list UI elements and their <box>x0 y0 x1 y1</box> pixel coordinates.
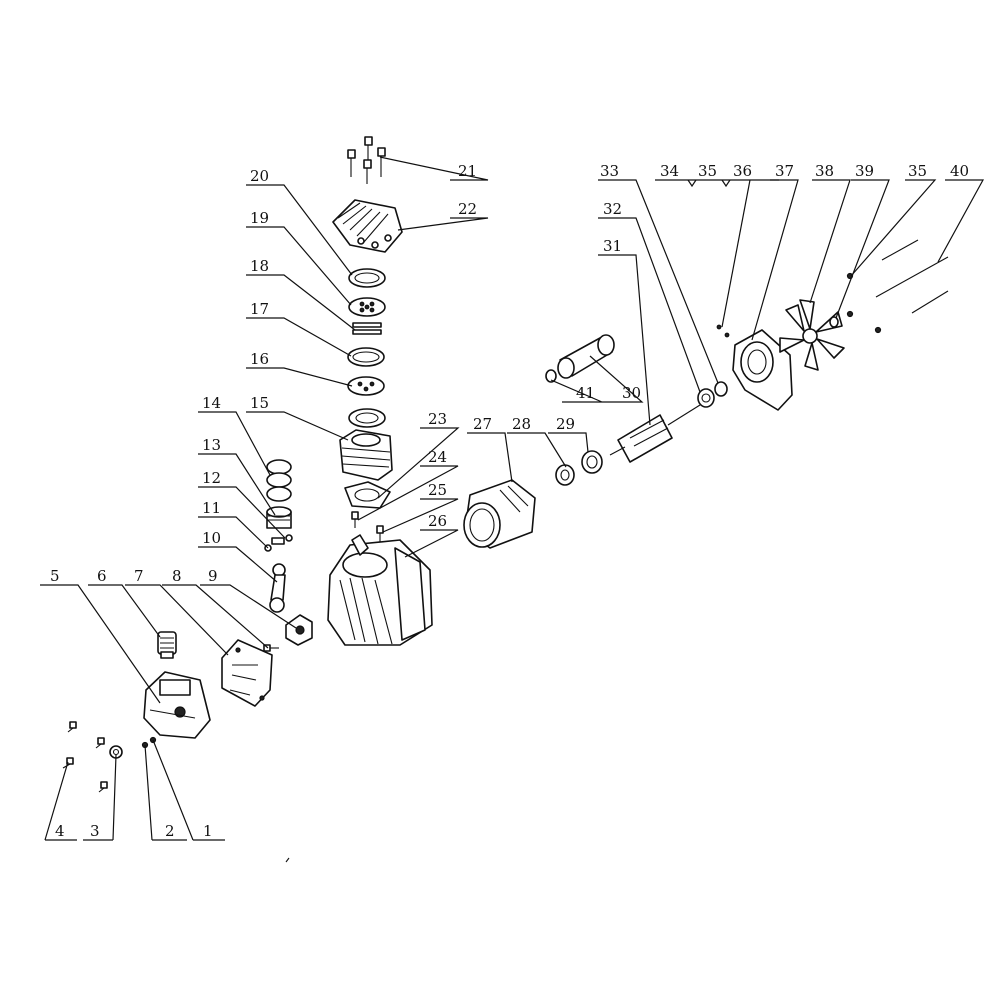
gasket-20-part <box>348 268 386 288</box>
stator-housing-part <box>463 479 536 549</box>
label-part-14: 14 <box>202 394 221 412</box>
label-part-4: 4 <box>55 822 65 840</box>
label-part-1: 1 <box>203 822 213 840</box>
label-part-27: 27 <box>473 415 492 433</box>
clip-39-part <box>829 316 839 328</box>
label-part-23: 23 <box>428 410 447 428</box>
piston-part <box>266 506 292 529</box>
label-part-30: 30 <box>622 384 641 402</box>
pins-36-part <box>716 324 730 338</box>
piston-rings-part <box>266 459 292 502</box>
fasteners-part <box>62 721 157 793</box>
valve-plate-16-part <box>347 376 385 396</box>
label-part-28: 28 <box>512 415 531 433</box>
label-part-2: 2 <box>165 822 175 840</box>
connecting-rod-part <box>269 563 286 613</box>
label-part-20: 20 <box>250 167 269 185</box>
gasket-15-part <box>348 408 386 428</box>
label-part-38: 38 <box>815 162 834 180</box>
circlip-part <box>264 534 293 552</box>
screw-24-part <box>351 511 359 528</box>
label-part-33: 33 <box>600 162 619 180</box>
label-part-13: 13 <box>202 436 221 454</box>
cylinder-head-part <box>332 199 403 253</box>
label-part-40: 40 <box>950 162 969 180</box>
label-part-24: 24 <box>428 448 447 466</box>
label-part-41: 41 <box>576 384 595 402</box>
leader-lines <box>40 156 985 841</box>
label-part-16: 16 <box>250 350 269 368</box>
cylinder-part <box>339 429 393 481</box>
label-part-35: 35 <box>698 162 717 180</box>
label-part-10: 10 <box>202 529 221 547</box>
screw-8-part <box>263 644 279 652</box>
reed-valve-18-part <box>352 322 382 335</box>
capacitor-part <box>557 334 615 379</box>
label-part-12: 12 <box>202 469 221 487</box>
nuts-35-part <box>846 272 882 334</box>
bearing-28-part <box>555 464 575 486</box>
label-part-26: 26 <box>428 512 447 530</box>
label-part-37: 37 <box>775 162 794 180</box>
gasket-17-part <box>347 347 385 367</box>
label-part-32: 32 <box>603 200 622 218</box>
label-part-39: 39 <box>855 162 874 180</box>
label-part-15: 15 <box>250 394 269 412</box>
side-plate-part <box>221 639 273 707</box>
end-cover-part <box>732 329 793 411</box>
stray-mark <box>285 857 290 863</box>
bearing-29-part <box>581 450 603 474</box>
valve-plate-19-part <box>348 297 386 317</box>
piston-pin-part <box>271 537 285 545</box>
crankcase-part <box>327 534 433 646</box>
rotor-part <box>609 404 701 463</box>
label-part-25: 25 <box>428 481 447 499</box>
crank-part <box>285 614 313 646</box>
head-bolts-part <box>347 136 386 184</box>
label-part-34: 34 <box>660 162 679 180</box>
bearing-32-part <box>697 388 715 408</box>
label-part-5: 5 <box>50 567 60 585</box>
label-part-29: 29 <box>556 415 575 433</box>
label-part-36: 36 <box>733 162 752 180</box>
seal-33-part <box>714 381 728 397</box>
breather-part <box>157 631 177 659</box>
label-part-11: 11 <box>202 499 221 517</box>
label-part-19: 19 <box>250 209 269 227</box>
crankcase-cover-part <box>143 671 211 739</box>
label-part-8: 8 <box>172 567 182 585</box>
washer-41-part <box>545 369 557 383</box>
label-part-9: 9 <box>208 567 218 585</box>
label-part-31: 31 <box>603 237 622 255</box>
part-labels: 1 2 3 4 5 6 7 8 9 10 11 12 13 14 15 16 1… <box>50 162 969 840</box>
label-part-35-right: 35 <box>908 162 927 180</box>
through-bolts-part <box>875 239 949 314</box>
cylinder-gasket-part <box>344 481 391 509</box>
label-part-21: 21 <box>458 162 477 180</box>
label-part-7: 7 <box>134 567 144 585</box>
label-part-22: 22 <box>458 200 477 218</box>
label-part-17: 17 <box>250 300 269 318</box>
label-part-18: 18 <box>250 257 269 275</box>
label-part-6: 6 <box>97 567 107 585</box>
label-part-3: 3 <box>90 822 100 840</box>
